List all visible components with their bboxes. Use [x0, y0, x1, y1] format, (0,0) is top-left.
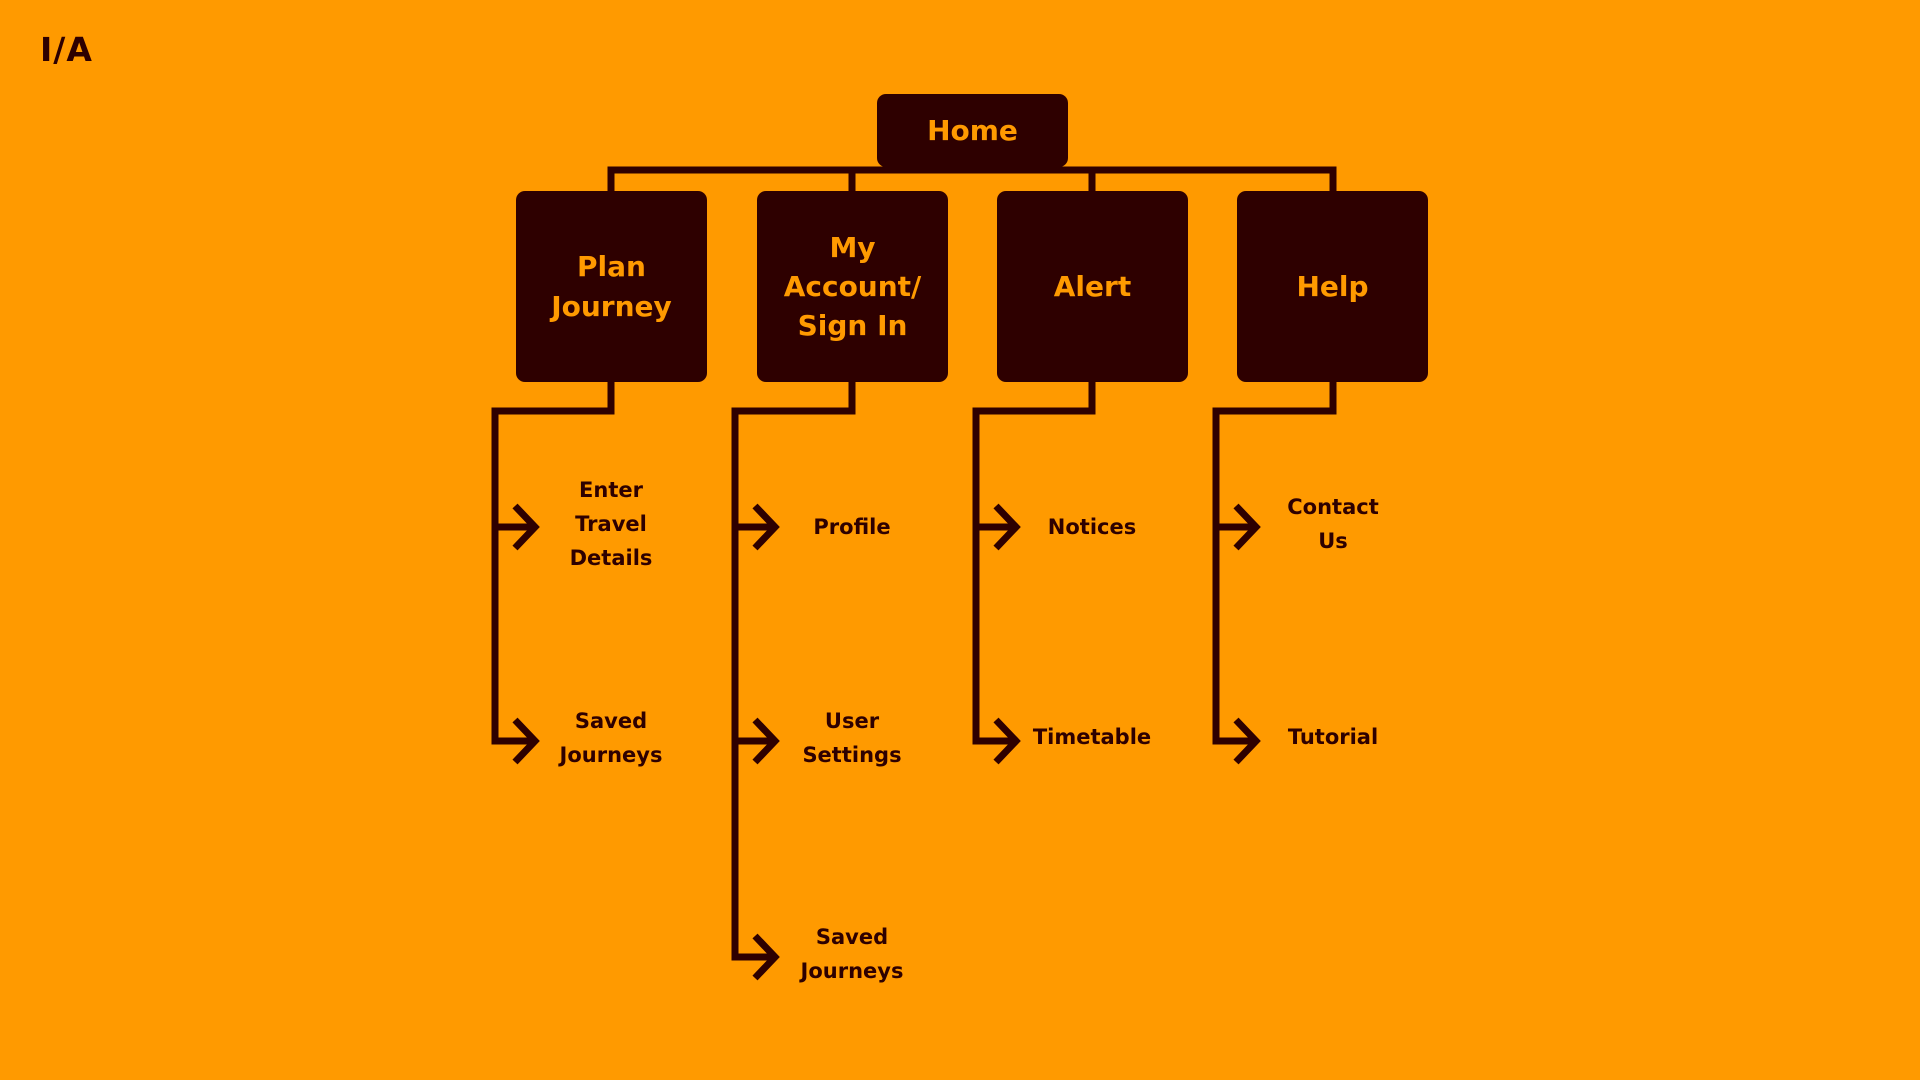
arrow-head-icon-3-1	[1233, 717, 1261, 765]
leaf-contact-us[interactable]: Contact Us	[1287, 495, 1379, 553]
arrow-head-icon-0-0	[512, 503, 540, 551]
arrow-head-icon-2-0	[993, 503, 1021, 551]
home-bus-line	[607, 166, 1337, 191]
leaf-profile[interactable]: Profile	[813, 515, 891, 539]
node-my-account-sign-in[interactable]: My Account/ Sign In	[757, 191, 948, 382]
node-alert[interactable]: Alert	[997, 191, 1188, 382]
leaf-saved-journeys[interactable]: Saved Journeys	[559, 709, 663, 767]
node-help-label: Help	[1296, 269, 1369, 303]
node-my-account-label: My Account/ Sign In	[783, 230, 922, 343]
arrow-head-icon-1-1	[752, 717, 780, 765]
arrow-head-icon-1-2	[752, 933, 780, 981]
branch-line-2	[972, 382, 1096, 745]
node-home[interactable]: Home	[877, 94, 1068, 167]
page-title: I/A	[40, 30, 93, 69]
leaf-notices[interactable]: Notices	[1047, 515, 1137, 539]
arrow-head-icon-0-1	[512, 717, 540, 765]
leaf-tutorial[interactable]: Tutorial	[1287, 725, 1379, 749]
node-plan-journey-label: Plan Journey	[551, 250, 672, 323]
arrow-head-icon-1-0	[752, 503, 780, 551]
branch-line-3	[1212, 382, 1337, 745]
node-plan-journey[interactable]: Plan Journey	[516, 191, 707, 382]
leaf-account-saved-journeys[interactable]: Saved Journeys	[800, 925, 904, 983]
node-alert-label: Alert	[1053, 269, 1132, 303]
arrow-head-icon-2-1	[993, 717, 1021, 765]
arrow-head-icon-3-0	[1233, 503, 1261, 551]
branch-line-1	[731, 382, 856, 961]
node-help[interactable]: Help	[1237, 191, 1428, 382]
node-home-label: Home	[927, 114, 1018, 147]
leaf-user-settings[interactable]: User Settings	[802, 709, 902, 767]
leaf-timetable[interactable]: Timetable	[1032, 725, 1152, 749]
leaf-enter-travel-details[interactable]: Enter Travel Details	[569, 478, 653, 570]
